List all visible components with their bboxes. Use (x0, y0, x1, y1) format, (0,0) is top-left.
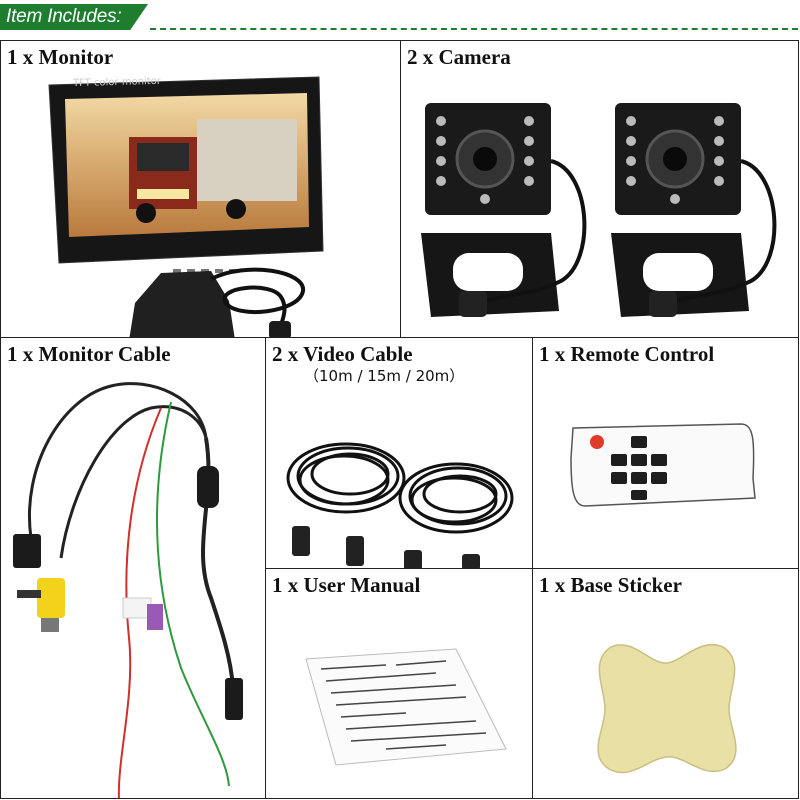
base-sticker-image (597, 644, 737, 774)
monitor-screen-label: TFT color monitor (72, 75, 162, 90)
item-user-manual: 1 x User Manual (265, 568, 533, 799)
video-cable-image (286, 442, 514, 568)
item-base-sticker: 1 x Base Sticker (532, 568, 799, 799)
item-title: 2 x Camera (407, 45, 511, 69)
camera-image (421, 103, 777, 317)
banner-label: Item Includes: (6, 6, 122, 27)
section-banner: Item Includes: (0, 4, 800, 34)
monitor-cable-image (13, 382, 243, 798)
item-video-cable: 2 x Video Cable （10m / 15m / 20m） (265, 337, 533, 569)
items-grid: 1 x Monitor (0, 40, 799, 799)
item-title: 1 x Monitor Cable (7, 342, 171, 366)
item-camera: 2 x Camera (400, 40, 799, 338)
item-remote-control: 1 x Remote Control (532, 337, 799, 569)
item-title: 1 x Monitor (7, 45, 114, 69)
item-monitor-cable: 1 x Monitor Cable (0, 337, 266, 799)
remote-control-image (570, 423, 756, 507)
video-cable-lengths: （10m / 15m / 20m） (304, 367, 465, 385)
item-title: 1 x User Manual (272, 573, 421, 597)
item-title: 1 x Remote Control (539, 342, 715, 366)
item-title: 1 x Base Sticker (539, 573, 682, 597)
item-title: 2 x Video Cable (272, 342, 413, 366)
item-monitor: 1 x Monitor (0, 40, 401, 338)
user-manual-image (305, 648, 507, 766)
monitor-image (48, 76, 324, 337)
banner-tag: Item Includes: (0, 4, 148, 30)
banner-dashed-line (150, 28, 798, 30)
